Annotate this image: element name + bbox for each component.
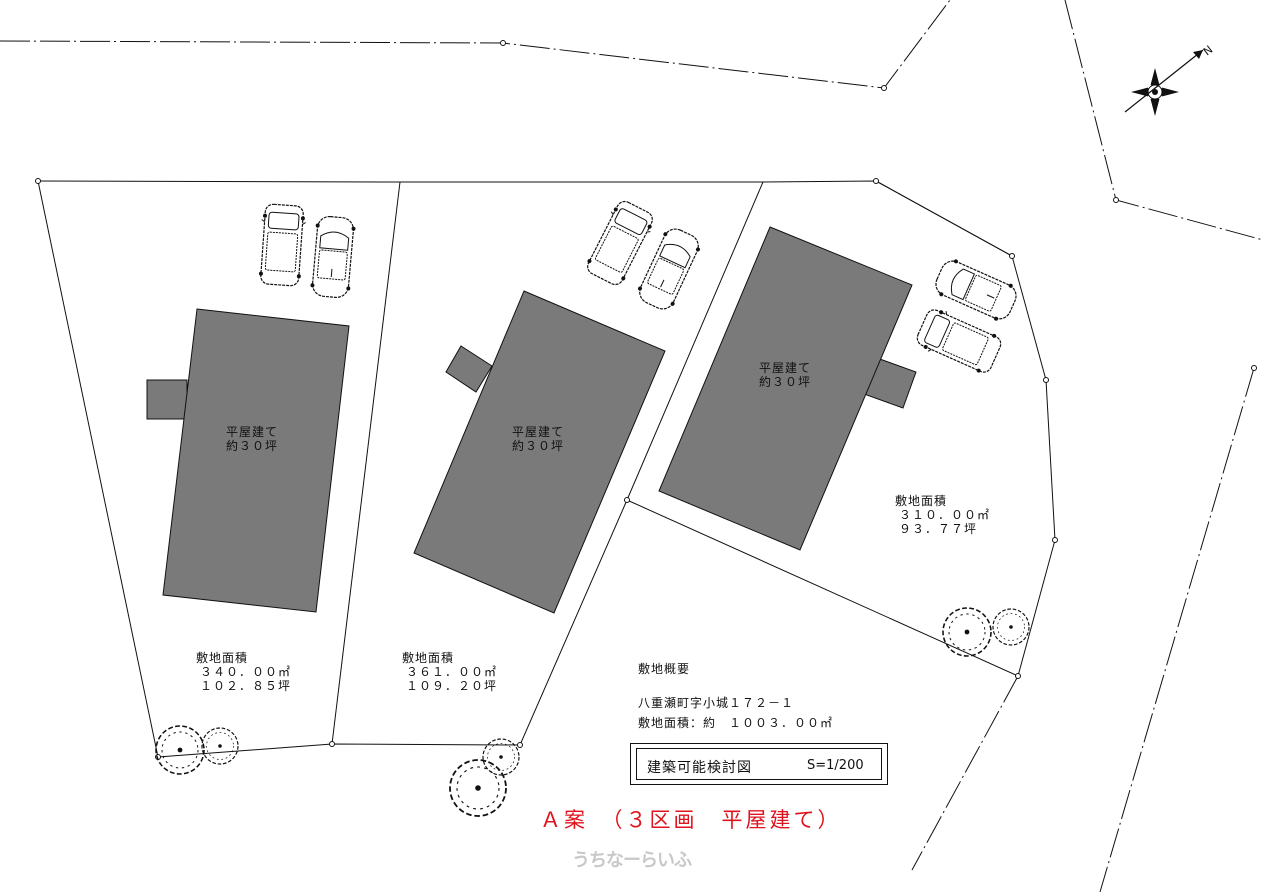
lot-3-area-m2: ３１０．００㎡ xyxy=(899,508,991,522)
lot-2-area-tsubo: １０９．２０坪 xyxy=(406,679,498,693)
house-3-size: 約３０坪 xyxy=(759,375,812,389)
plan-caption: Ａ案 （３区画 平屋建て） xyxy=(540,808,842,832)
house-2-size: 約３０坪 xyxy=(512,439,565,453)
title-block-inner-frame xyxy=(636,748,882,780)
lot-3-area-title: 敷地面積 xyxy=(895,494,948,508)
house-3 xyxy=(658,226,917,551)
lot-2-area-title: 敷地面積 xyxy=(402,651,455,665)
lot-3-area: 敷地面積 ３１０．００㎡ ９３．７７坪 xyxy=(895,494,990,536)
survey-points xyxy=(35,40,1257,760)
lot-1-area-tsubo: １０２．８５坪 xyxy=(200,679,292,693)
title-block: 建築可能検討図 S=1/200 xyxy=(630,743,888,785)
house-2-label: 平屋建て 約３０坪 xyxy=(512,425,564,453)
svg-text:N: N xyxy=(1201,43,1215,58)
lot-1-area-title: 敷地面積 xyxy=(196,651,249,665)
house-3-type: 平屋建て xyxy=(759,361,812,375)
site-summary-heading: 敷地概要 xyxy=(638,662,691,676)
watermark: うちなーらいふ xyxy=(572,850,692,871)
site-total-area: 敷地面積：約 １００３．００㎡ xyxy=(638,716,834,730)
lot-1-area: 敷地面積 ３４０．００㎡ １０２．８５坪 xyxy=(196,651,291,693)
site-address: 八重瀬町字小城１７２－１ xyxy=(638,696,795,710)
lot-2-area-m2: ３６１．００㎡ xyxy=(406,665,498,679)
trees xyxy=(155,607,1030,817)
house-1-size: 約３０坪 xyxy=(226,439,279,453)
drawing-scale: S=1/200 xyxy=(807,758,864,773)
house-1-type: 平屋建て xyxy=(226,425,279,439)
house-1-label: 平屋建て 約３０坪 xyxy=(226,425,278,453)
house-1 xyxy=(146,308,350,613)
drawing-title: 建築可能検討図 xyxy=(647,760,752,776)
lot-1-area-m2: ３４０．００㎡ xyxy=(200,665,292,679)
house-2-type: 平屋建て xyxy=(512,425,565,439)
north-arrow-icon: N xyxy=(1124,43,1215,116)
lot-2-area: 敷地面積 ３６１．００㎡ １０９．２０坪 xyxy=(402,651,497,693)
lot-3-area-tsubo: ９３．７７坪 xyxy=(899,522,978,536)
house-2 xyxy=(413,290,666,614)
house-3-label: 平屋建て 約３０坪 xyxy=(759,361,811,389)
